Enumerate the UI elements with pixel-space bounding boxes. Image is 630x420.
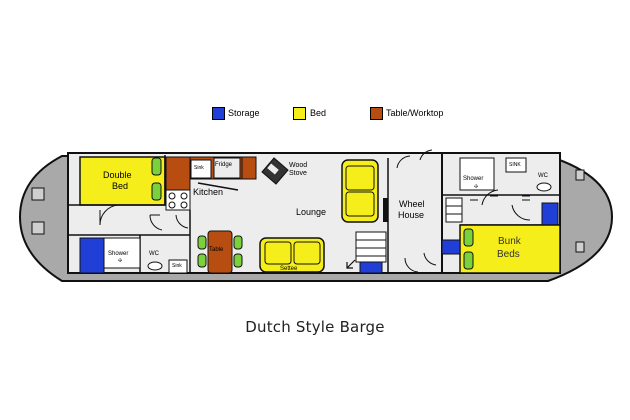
bed-pillow (463, 228, 474, 247)
diagram-caption: Dutch Style Barge (245, 318, 385, 336)
wheel-house-label: Wheel (399, 199, 425, 209)
svg-text:✣: ✣ (474, 184, 478, 190)
kitchen-sink (190, 159, 212, 179)
kitchen-label: Kitchen (193, 187, 224, 197)
bunk-beds-label-2: Beds (497, 249, 520, 260)
double-bed-label: Double (103, 170, 132, 180)
double-bed-label-2: Bed (112, 181, 129, 191)
kitchen-sink-label: Sink (194, 165, 204, 171)
wheel-house-steps (355, 231, 387, 263)
dining-table (207, 230, 233, 274)
svg-text:✣: ✣ (118, 258, 122, 264)
storage (541, 202, 559, 226)
legend-table-label: Table/Worktop (386, 108, 444, 118)
wc-right (536, 182, 552, 192)
bow-fitting (31, 221, 45, 235)
storage (359, 261, 383, 274)
wc-right-label: WC (538, 173, 548, 179)
storage (441, 239, 461, 255)
legend-table-swatch (370, 107, 383, 120)
wc-left (147, 261, 163, 271)
table-worktop (241, 156, 257, 180)
bed-pillow (463, 251, 474, 270)
table-label: Table (209, 247, 224, 253)
stern-fitting (575, 241, 585, 253)
shower-right-label: Shower (463, 176, 484, 182)
bed-pillow (151, 182, 162, 201)
tv (383, 198, 388, 222)
chair (197, 235, 207, 250)
bow-fitting (31, 187, 45, 201)
legend-bed-label: Bed (310, 108, 327, 118)
shower-left-label: Shower (108, 251, 129, 257)
shower-left (103, 237, 141, 269)
aft-steps (445, 197, 463, 223)
wood-stove-label-2: Stove (289, 170, 307, 177)
chair (233, 235, 243, 250)
bunk-beds-label: Bunk (498, 236, 521, 247)
wood-stove-label: Wood (289, 162, 308, 169)
sink-right-label: SINK (509, 162, 521, 168)
lounge-label: Lounge (296, 207, 327, 217)
settee-label: Settee (280, 266, 298, 272)
fridge (213, 157, 241, 179)
chair (233, 253, 243, 268)
sink-right (505, 157, 527, 173)
wc-left-label: WC (149, 251, 159, 257)
sink-left (168, 259, 188, 274)
sink-left-label: Sink (172, 263, 182, 269)
fridge-label: Fridge (215, 162, 233, 168)
legend-storage-swatch (212, 107, 225, 120)
wheel-house-label-2: House (398, 210, 425, 220)
chair (197, 253, 207, 268)
bed-pillow (151, 157, 162, 176)
kitchen-worktop (165, 156, 191, 191)
stern-fitting (575, 169, 585, 181)
storage (79, 237, 105, 274)
legend-storage-label: Storage (228, 108, 260, 118)
shower-right (459, 157, 495, 191)
cooker (165, 189, 191, 211)
legend-bed-swatch (293, 107, 306, 120)
